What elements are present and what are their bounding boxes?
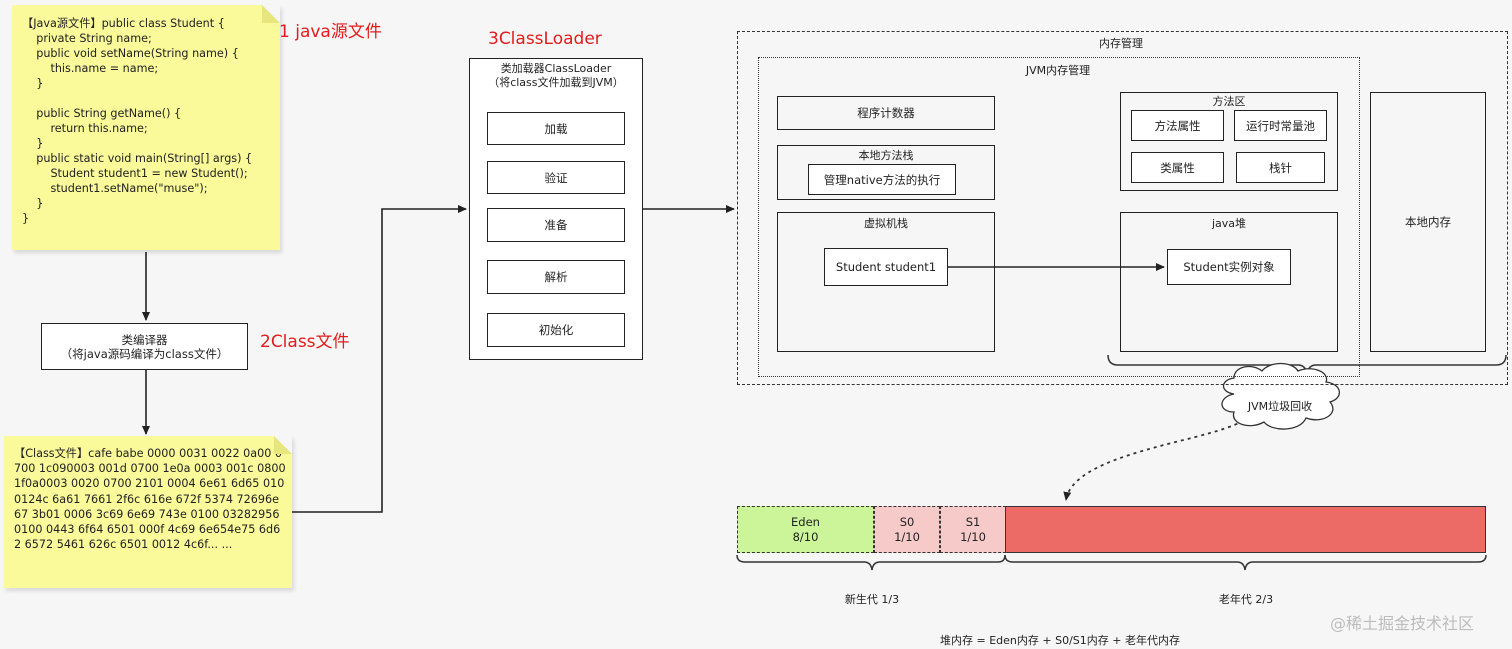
method-area-title: 方法区 [1212, 95, 1246, 108]
step3-label: 3ClassLoader [488, 29, 602, 49]
eden-name: Eden [791, 514, 820, 529]
classloader-step-prepare: 准备 [487, 208, 625, 242]
compiler-subtitle: （将java源码编译为class文件） [60, 346, 229, 361]
jvm-memory-title: JVM内存管理 [1025, 64, 1091, 77]
java-heap-title: java堆 [1211, 217, 1247, 230]
method-area-box: 方法区 [1120, 92, 1338, 191]
old-gen-brace [1004, 554, 1487, 571]
class-note-fold [274, 436, 292, 454]
young-gen-brace [736, 554, 1006, 571]
java-source-note: 【Java源文件】public class Student { private … [12, 5, 280, 250]
java-note-fold [262, 5, 280, 23]
classloader-step-resolve: 解析 [487, 260, 625, 294]
class-attributes-box: 类属性 [1131, 152, 1224, 183]
native-execution-box: 管理native方法的执行 [808, 164, 956, 195]
classloader-title: 类加载器ClassLoader [500, 62, 612, 75]
classloader-step-load: 加载 [487, 112, 625, 145]
classloader-step-verify: 验证 [487, 161, 625, 194]
gc-cloud-shape [1221, 362, 1340, 430]
vm-stack-box: 虚拟机栈 [777, 212, 995, 352]
compiler-title: 类编译器 [121, 332, 168, 347]
java-source-code: 【Java源文件】public class Student { private … [22, 17, 253, 225]
classloader-subtitle: （将class文件加载到JVM） [488, 76, 624, 89]
young-gen-label: 新生代 1/3 [844, 593, 900, 606]
s0-ratio: 1/10 [894, 529, 920, 544]
runtime-constant-pool-box: 运行时常量池 [1234, 110, 1327, 141]
classloader-box: 类加载器ClassLoader （将class文件加载到JVM） [469, 58, 643, 360]
old-gen-label: 老年代 2/3 [1218, 593, 1274, 606]
vm-stack-title: 虚拟机栈 [864, 217, 908, 230]
heap-formula: 堆内存 = Eden内存 + S0/S1内存 + 老年代内存 [940, 634, 1180, 647]
eden-ratio: 8/10 [792, 529, 819, 544]
class-file-note: 【Class文件】cafe babe 0000 0031 0022 0a00 0… [4, 436, 292, 588]
class-file-hex: 【Class文件】cafe babe 0000 0031 0022 0a00 0… [14, 447, 290, 552]
program-counter-box: 程序计数器 [777, 96, 995, 130]
s1-name: S1 [965, 514, 981, 529]
memory-management-region [737, 31, 1508, 385]
s1-ratio: 1/10 [960, 529, 986, 544]
method-attributes-box: 方法属性 [1131, 110, 1224, 141]
student-instance-box: Student实例对象 [1167, 249, 1291, 285]
arrow-classfile-to-classloader [292, 205, 467, 513]
stack-pointer-box: 栈针 [1236, 152, 1325, 183]
java-heap-box: java堆 [1120, 212, 1338, 352]
watermark: @稀土掘金技术社区 [1330, 614, 1475, 633]
compiler-box: 类编译器 （将java源码编译为class文件） [41, 323, 248, 370]
step1-label: 1 java源文件 [279, 22, 382, 42]
native-memory-box: 本地内存 [1370, 92, 1486, 352]
classloader-step-init: 初始化 [487, 313, 625, 347]
s1-segment: S1 1/10 [940, 506, 1006, 553]
native-method-stack-box: 本地方法栈 [777, 145, 995, 200]
eden-segment: Eden 8/10 [737, 506, 874, 553]
jvm-memory-region [758, 57, 1360, 377]
step2-label: 2Class文件 [260, 332, 350, 352]
student-reference-box: Student student1 [824, 248, 948, 286]
s0-name: S0 [899, 514, 915, 529]
gc-dashed-arrow [1063, 409, 1253, 501]
s0-segment: S0 1/10 [874, 506, 940, 553]
native-method-stack-title: 本地方法栈 [858, 149, 914, 162]
old-gen-segment [1005, 506, 1486, 553]
gc-label: JVM垃圾回收 [1247, 400, 1313, 413]
memory-management-title: 内存管理 [1099, 37, 1143, 50]
